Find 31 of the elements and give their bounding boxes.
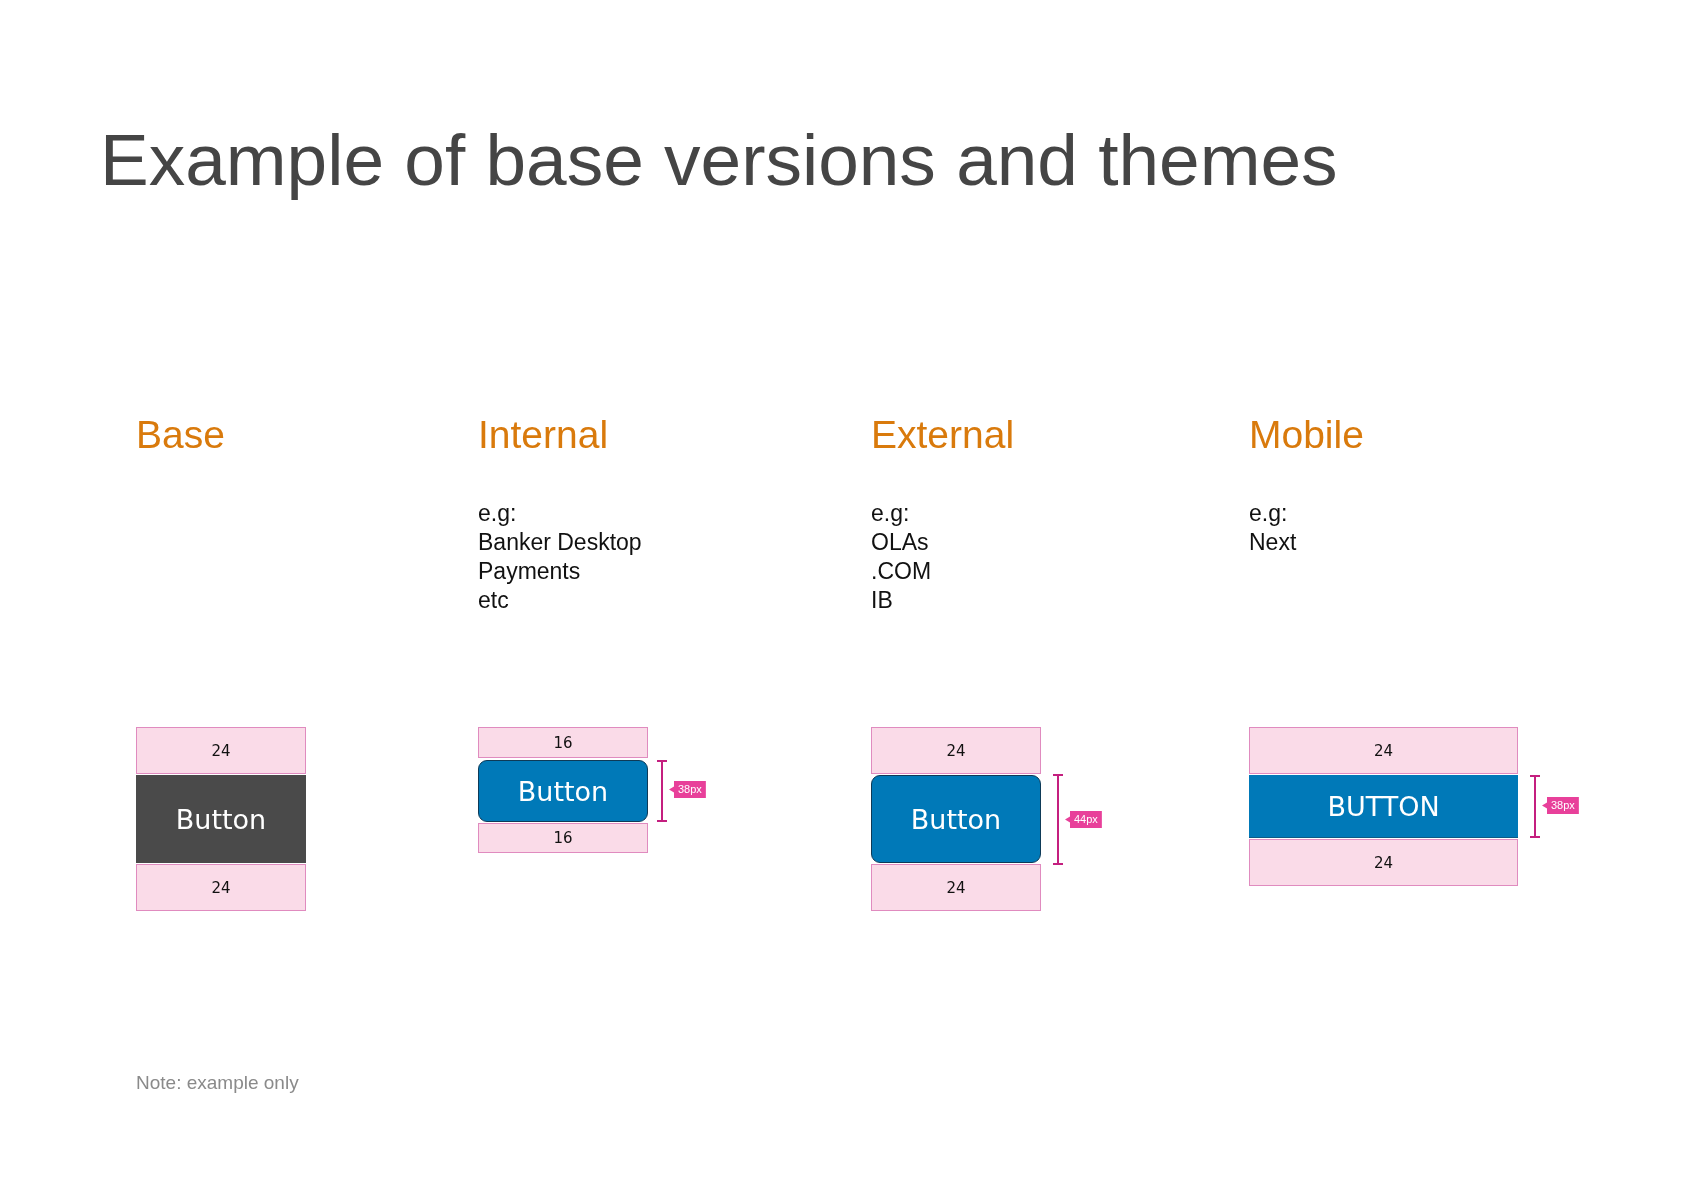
title: Example of base versions and themes [100, 118, 1338, 202]
example-text: Next [1249, 528, 1297, 557]
example-text: e.g: [1249, 499, 1288, 528]
spacing-box: 24 [871, 864, 1041, 911]
column-heading: Mobile [1249, 413, 1364, 458]
spacing-box: 24 [1249, 839, 1518, 886]
example-text: IB [871, 586, 893, 615]
dimension-label: 44px [1065, 811, 1102, 828]
spacing-box: 16 [478, 823, 648, 853]
example-text: e.g: [871, 499, 910, 528]
spacing-box: 24 [1249, 727, 1518, 774]
example-text: e.g: [478, 499, 517, 528]
button: Button [478, 760, 648, 822]
note-text: Note: example only [136, 1072, 299, 1095]
spacing-box: 24 [871, 727, 1041, 774]
column-heading: External [871, 413, 1015, 458]
dimension-label: 38px [669, 781, 706, 798]
example-text: etc [478, 586, 509, 615]
spacing-box: 24 [136, 864, 306, 911]
example-text: OLAs [871, 528, 929, 557]
spacing-box: 24 [136, 727, 306, 774]
dimension-label: 38px [1542, 797, 1579, 814]
button: BUTTON [1249, 775, 1518, 838]
spacing-box: 16 [478, 727, 648, 758]
example-text: Banker Desktop [478, 528, 642, 557]
example-text: .COM [871, 557, 932, 586]
column-heading: Internal [478, 413, 609, 458]
button: Button [136, 775, 306, 863]
button: Button [871, 775, 1041, 863]
column-heading: Base [136, 413, 225, 458]
example-text: Payments [478, 557, 581, 586]
